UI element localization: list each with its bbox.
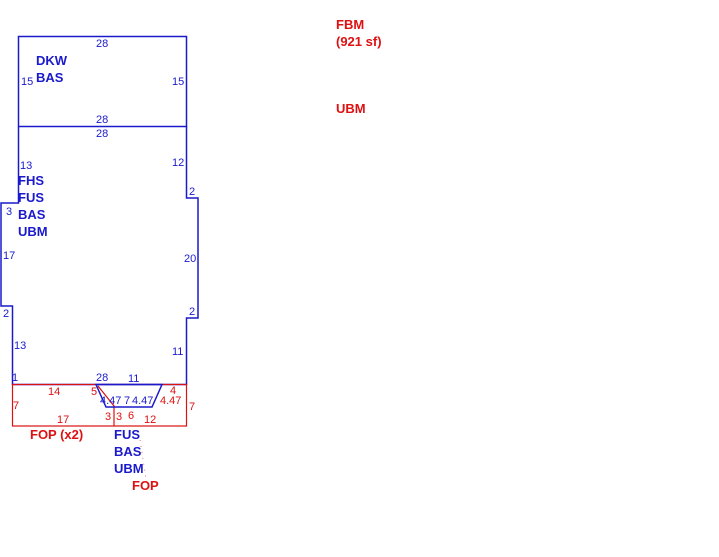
area-label: BAS bbox=[18, 207, 46, 222]
dim: 3 bbox=[6, 206, 12, 218]
dim: 28 bbox=[96, 128, 108, 140]
dim: 3 bbox=[116, 411, 122, 423]
dim: 7 bbox=[124, 395, 130, 407]
dim: 5 bbox=[91, 386, 97, 398]
area-label: FOP (x2) bbox=[30, 427, 83, 442]
dim: 2 bbox=[189, 186, 195, 198]
deck-outline bbox=[17, 35, 188, 128]
dim: 4.47 bbox=[132, 395, 153, 407]
porch-divider bbox=[97, 385, 115, 426]
dim: 14 bbox=[48, 386, 60, 398]
dim: 4 bbox=[170, 385, 176, 397]
dim: 4.47 bbox=[100, 395, 121, 407]
area-label: UBM bbox=[114, 461, 144, 476]
dim: 7 bbox=[13, 400, 19, 412]
dim: 28 bbox=[96, 38, 108, 50]
dim: 1 bbox=[12, 372, 18, 384]
dim: 15 bbox=[21, 76, 33, 88]
dim: 12 bbox=[172, 157, 184, 169]
area-label: BAS bbox=[36, 70, 64, 85]
dim: 13 bbox=[20, 160, 32, 172]
dim: 4.47 bbox=[160, 395, 181, 407]
dim: 11 bbox=[128, 373, 139, 385]
dim: 15 bbox=[172, 76, 184, 88]
dim: 13 bbox=[14, 340, 26, 352]
legend-fbm-area: (921 sf) bbox=[336, 34, 382, 49]
leader-line bbox=[139, 439, 147, 479]
dim: 17 bbox=[3, 250, 15, 262]
dim: 28 bbox=[96, 372, 108, 384]
area-label: BAS bbox=[114, 444, 142, 459]
dim: 2 bbox=[189, 306, 195, 318]
dim: 12 bbox=[144, 414, 156, 426]
area-label: UBM bbox=[18, 224, 48, 239]
area-label: DKW bbox=[36, 53, 68, 68]
legend-fbm: FBM bbox=[336, 17, 364, 32]
dim: 3 bbox=[105, 411, 111, 423]
dim: 7 bbox=[189, 401, 195, 413]
bay-outline bbox=[94, 383, 164, 408]
dim: 6 bbox=[128, 410, 134, 422]
area-label: FOP bbox=[132, 478, 159, 493]
dim: 2 bbox=[3, 308, 9, 320]
dim: 11 bbox=[172, 346, 183, 358]
area-label: FUS bbox=[18, 190, 44, 205]
dim: 20 bbox=[184, 253, 196, 265]
area-label: FUS bbox=[114, 427, 140, 442]
dim: 17 bbox=[57, 414, 69, 426]
area-label: FHS bbox=[18, 173, 44, 188]
dim: 28 bbox=[96, 114, 108, 126]
legend-ubm: UBM bbox=[336, 101, 366, 116]
